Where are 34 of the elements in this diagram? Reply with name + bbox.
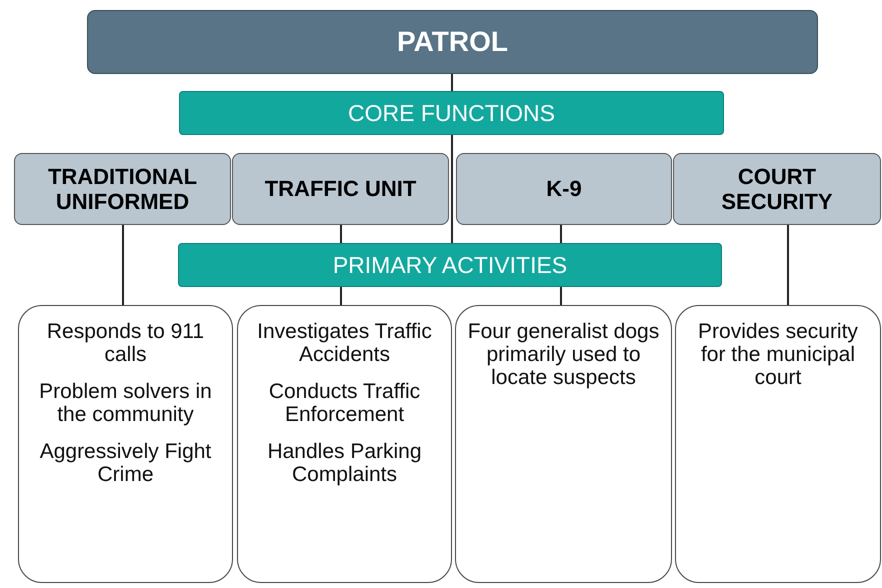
connector-line xyxy=(451,74,453,91)
section-band xyxy=(179,91,724,135)
connector-line xyxy=(560,287,562,305)
heading-text: TRAFFIC UNIT xyxy=(264,176,416,202)
connector-line xyxy=(340,225,342,243)
activity-card xyxy=(18,305,233,583)
activity-card xyxy=(237,305,452,583)
heading-text: CORE FUNCTIONS xyxy=(348,100,555,126)
activity-text: Problem solvers in the community xyxy=(38,380,213,426)
heading-text: COURT SECURITY xyxy=(720,164,834,214)
connector-line xyxy=(122,225,124,305)
title-bar xyxy=(87,10,818,74)
activity-text: Conducts Traffic Enforcement xyxy=(268,380,422,426)
connector-line xyxy=(340,287,342,305)
heading-text: TRADITIONAL UNIFORMED xyxy=(46,164,198,214)
heading-text: PRIMARY ACTIVITIES xyxy=(332,252,568,278)
activity-text: Four generalist dogs primarily used to locate suspects xyxy=(466,320,660,390)
unit-box xyxy=(232,153,449,225)
activity-card xyxy=(675,305,881,583)
heading-text: PATROL xyxy=(397,26,508,58)
unit-box xyxy=(673,153,881,225)
activity-card xyxy=(455,305,672,583)
activity-text: Provides security for the municipal court xyxy=(697,320,859,390)
connector-line xyxy=(560,225,562,243)
activity-text: Responds to 911 calls xyxy=(46,320,206,366)
activity-text: Aggressively Fight Crime xyxy=(38,440,212,487)
unit-box xyxy=(456,153,672,225)
heading-text: K-9 xyxy=(546,176,582,202)
unit-box xyxy=(14,153,231,225)
activity-text: Investigates Traffic Accidents xyxy=(256,320,433,366)
connector-line xyxy=(451,135,453,243)
connector-line xyxy=(787,225,789,305)
section-band xyxy=(178,243,722,287)
activity-text: Handles Parking Complaints xyxy=(266,440,423,487)
